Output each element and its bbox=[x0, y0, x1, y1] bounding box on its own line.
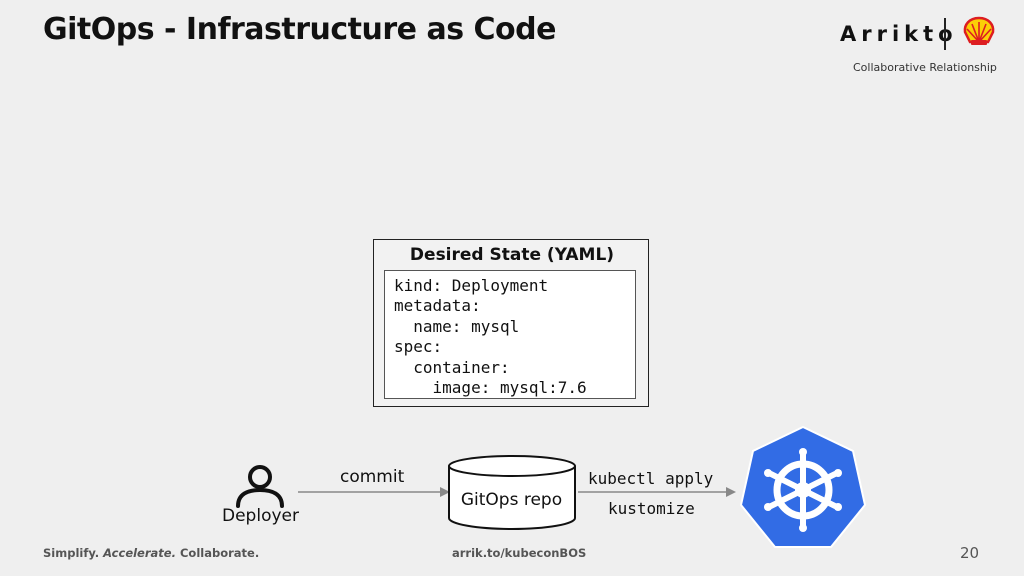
apply-arrow bbox=[578, 484, 736, 505]
yaml-line: spec: bbox=[394, 337, 443, 357]
yaml-line: metadata: bbox=[394, 296, 481, 316]
deployer-label: Deployer bbox=[222, 506, 299, 526]
page-number: 20 bbox=[960, 544, 980, 562]
commit-label: commit bbox=[340, 467, 405, 487]
yaml-line: image: mysql:7.6 bbox=[394, 378, 587, 398]
kustomize-label: kustomize bbox=[608, 499, 695, 518]
database-cylinder-icon bbox=[447, 454, 577, 537]
kubernetes-helm-icon bbox=[738, 424, 868, 555]
commit-arrow bbox=[298, 484, 450, 505]
desired-state-title: Desired State (YAML) bbox=[409, 245, 615, 265]
shell-logo-icon bbox=[962, 16, 996, 53]
tagline-accelerate: Accelerate. bbox=[103, 546, 176, 560]
yaml-line: kind: Deployment bbox=[394, 276, 549, 295]
footer-link[interactable]: arrik.to/kubeconBOS bbox=[452, 546, 587, 560]
arrikto-logo-text: Arrikto bbox=[840, 22, 958, 46]
tagline-collaborate: Collaborate. bbox=[175, 546, 260, 560]
person-icon bbox=[234, 464, 286, 513]
brand-subtitle: Collaborative Relationship bbox=[853, 61, 997, 74]
brand-divider bbox=[944, 18, 946, 50]
gitops-repo-label: GitOps repo bbox=[460, 490, 563, 510]
desired-state-panel: Desired State (YAML) kind: Deployment me… bbox=[373, 239, 649, 407]
slide-title: GitOps - Infrastructure as Code bbox=[43, 12, 556, 47]
yaml-line: name: mysql bbox=[394, 316, 520, 336]
kubectl-apply-label: kubectl apply bbox=[588, 469, 714, 488]
tagline-simplify: Simplify. bbox=[43, 546, 104, 560]
footer-tagline: Simplify. Accelerate. Collaborate. bbox=[43, 546, 259, 560]
yaml-line: container: bbox=[394, 357, 510, 377]
yaml-code-block: kind: Deployment metadata: name: mysql s… bbox=[384, 270, 636, 399]
